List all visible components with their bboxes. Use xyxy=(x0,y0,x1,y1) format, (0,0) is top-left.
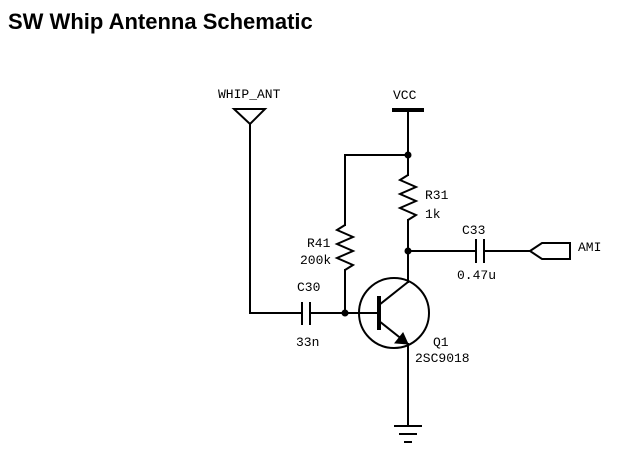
q1-ref-label: Q1 xyxy=(433,335,449,350)
c33-value-label: 0.47u xyxy=(457,268,496,283)
c30-ref-label: C30 xyxy=(297,280,320,295)
output-port-label: AMI xyxy=(578,240,601,255)
resistor-r41 xyxy=(334,221,356,314)
ground-symbol xyxy=(394,425,422,443)
top-bus-wire xyxy=(344,154,409,223)
r31-value-label: 1k xyxy=(425,207,441,222)
c30-value-label: 33n xyxy=(296,335,319,350)
r41-value-label: 200k xyxy=(300,253,331,268)
vcc-power-symbol xyxy=(392,108,424,156)
q1-value-label: 2SC9018 xyxy=(415,351,470,366)
page-title: SW Whip Antenna Schematic xyxy=(8,9,313,34)
junction-dot-base xyxy=(341,309,349,317)
transistor-q1 xyxy=(358,277,430,349)
capacitor-c33 xyxy=(407,239,531,263)
c33-ref-label: C33 xyxy=(462,223,485,238)
output-port-symbol xyxy=(528,242,571,260)
r31-ref-label: R31 xyxy=(425,188,449,203)
r41-ref-label: R41 xyxy=(307,236,331,251)
vcc-label: VCC xyxy=(393,88,417,103)
whip-antenna-symbol xyxy=(231,108,268,314)
antenna-label: WHIP_ANT xyxy=(218,87,281,102)
resistor-r31 xyxy=(397,154,419,283)
